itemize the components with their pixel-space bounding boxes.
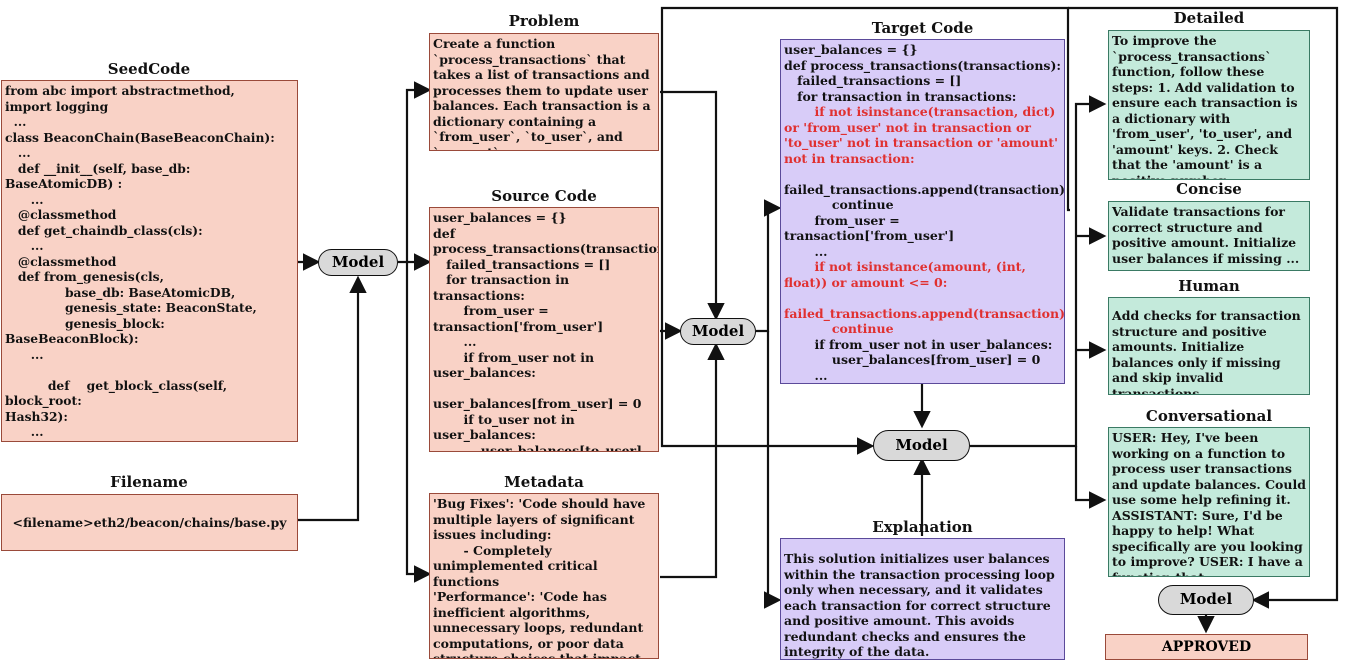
source-code-line: process_transactions(transactions): — [433, 241, 659, 256]
conversational-text: USER: Hey, I've been working on a functi… — [1112, 430, 1306, 577]
seedcode-line: ... — [5, 424, 44, 439]
target-code-line: return failed_transactions — [784, 383, 1061, 384]
source-code-line: user_balances: — [433, 365, 536, 380]
explanation-text: This solution initializes user balances … — [784, 551, 1055, 659]
metadata-box: 'Bug Fixes': 'Code should have multiple … — [429, 493, 659, 659]
source-code-line: if to_user not in user_balances: — [433, 411, 580, 443]
human-title: Human — [1178, 277, 1240, 295]
concise-box: Validate transactions for correct struct… — [1108, 201, 1310, 271]
conversational-box: USER: Hey, I've been working on a functi… — [1108, 427, 1310, 577]
metadata-line: 'Performance': 'Code has inefficient alg… — [433, 589, 644, 659]
source-code-line: user_balances[from_user] = 0 — [433, 380, 642, 411]
source-code-line: from_user = — [433, 303, 549, 318]
metadata-line: 'Bug Fixes': 'Code should have multiple … — [433, 496, 650, 542]
target-code-line: failed_transactions.append(transaction) — [784, 305, 1065, 321]
target-code-line: ... — [784, 243, 828, 259]
seedcode-line: genesis_block: BaseBeaconBlock): — [5, 315, 170, 347]
source-code-line: user_balances[to_user] = 0 — [480, 442, 643, 452]
seedcode-line: import logging — [5, 98, 109, 114]
human-text: Add checks for transaction structure and… — [1112, 308, 1301, 395]
target-code-line: continue — [784, 197, 894, 212]
seedcode-line: ... — [5, 238, 44, 253]
source-code-line: ... — [433, 334, 477, 349]
seedcode-line: ... — [5, 191, 44, 207]
source-code-line: user_balances = {} — [433, 210, 567, 225]
model-node-3: Model — [873, 430, 970, 461]
seedcode-line: genesis_state: BeaconState, — [5, 300, 257, 315]
source-code-title: Source Code — [491, 187, 597, 205]
model-node-1: Model — [318, 249, 398, 276]
target-code-line: user_balances = {} — [784, 42, 918, 57]
seedcode-line: from abc import abstractmethod, — [5, 83, 235, 98]
seedcode-line: Hash32): — [5, 408, 68, 424]
concise-text: Validate transactions for correct struct… — [1112, 204, 1300, 266]
explanation-title: Explanation — [872, 518, 973, 536]
filename-text: <filename>eth2/beacon/chains/base.py — [12, 514, 287, 530]
human-box: Add checks for transaction structure and… — [1108, 297, 1310, 395]
seedcode-line: def from_genesis(cls, — [5, 269, 164, 284]
seedcode-line: def __init__(self, base_db: BaseAtomicDB… — [5, 160, 195, 192]
problem-box: Create a function `process_transactions`… — [429, 33, 659, 151]
detailed-title: Detailed — [1173, 9, 1245, 27]
target-code-line: ... — [784, 367, 828, 383]
problem-text: Create a function `process_transactions`… — [433, 36, 651, 150]
target-code-line: if from_user not in user_balances: — [784, 336, 1053, 352]
seedcode-line: ... — [5, 346, 44, 362]
source-code-line: def — [433, 225, 456, 241]
seedcode-line: ... — [5, 114, 27, 129]
source-code-line: transaction['from_user'] — [433, 318, 604, 334]
seedcode-line — [5, 362, 294, 378]
target-code-box: user_balances = {}def process_transactio… — [780, 39, 1065, 384]
target-code-line: for transaction in transactions: — [784, 88, 1017, 104]
source-code-line: if from_user not in — [433, 349, 595, 365]
concise-title: Concise — [1176, 180, 1242, 198]
detailed-text: To improve the `process_transactions` fu… — [1112, 33, 1298, 180]
source-code-line: failed_transactions = [] — [433, 256, 611, 272]
metadata-title: Metadata — [504, 473, 584, 491]
target-code-line: if not isinstance(transaction, dict) or … — [784, 104, 1063, 166]
filename-title: Filename — [110, 473, 188, 491]
filename-box: <filename>eth2/beacon/chains/base.py — [1, 494, 298, 551]
seedcode-line: ... — [5, 145, 31, 160]
target-code-line: def process_transactions(transactions): — [784, 57, 1061, 73]
target-code-line: from_user = transaction['from_user'] — [784, 212, 955, 244]
seedcode-line: def get_block_class(self, block_root: — [5, 377, 245, 409]
target-code-title: Target Code — [871, 19, 974, 37]
target-code-line: continue — [784, 321, 894, 336]
approved-label: APPROVED — [1105, 634, 1308, 660]
target-code-line — [784, 166, 1061, 182]
seedcode-title: SeedCode — [107, 60, 191, 78]
explanation-box: This solution initializes user balances … — [780, 538, 1065, 660]
model-node-2: Model — [680, 318, 756, 345]
target-code-line: failed_transactions.append(transaction) — [784, 181, 1065, 197]
seedcode-line: def get_canonical_head(self): — [5, 440, 294, 442]
seedcode-line: class BeaconChain(BaseBeaconChain): — [5, 129, 275, 145]
target-code-line: if not isinstance(amount, (int, float)) … — [784, 259, 1031, 290]
seedcode-line: @classmethod — [5, 253, 117, 269]
target-code-line — [784, 290, 1061, 306]
seedcode-line: def get_chaindb_class(cls): — [5, 222, 203, 238]
metadata-line: - Completely unimplemented critical func… — [433, 542, 602, 589]
model-node-4: Model — [1158, 585, 1254, 615]
source-code-line: for transaction in transactions: — [433, 272, 574, 303]
target-code-line: failed_transactions = [] — [784, 73, 962, 88]
seedcode-line: base_db: BaseAtomicDB, — [5, 284, 236, 300]
target-code-line: user_balances[from_user] = 0 — [784, 352, 1041, 367]
problem-title: Problem — [508, 12, 580, 30]
seedcode-box: from abc import abstractmethod,import lo… — [1, 80, 298, 442]
conversational-title: Conversational — [1145, 407, 1273, 425]
detailed-box: To improve the `process_transactions` fu… — [1108, 30, 1310, 180]
seedcode-line: @classmethod — [5, 207, 117, 222]
